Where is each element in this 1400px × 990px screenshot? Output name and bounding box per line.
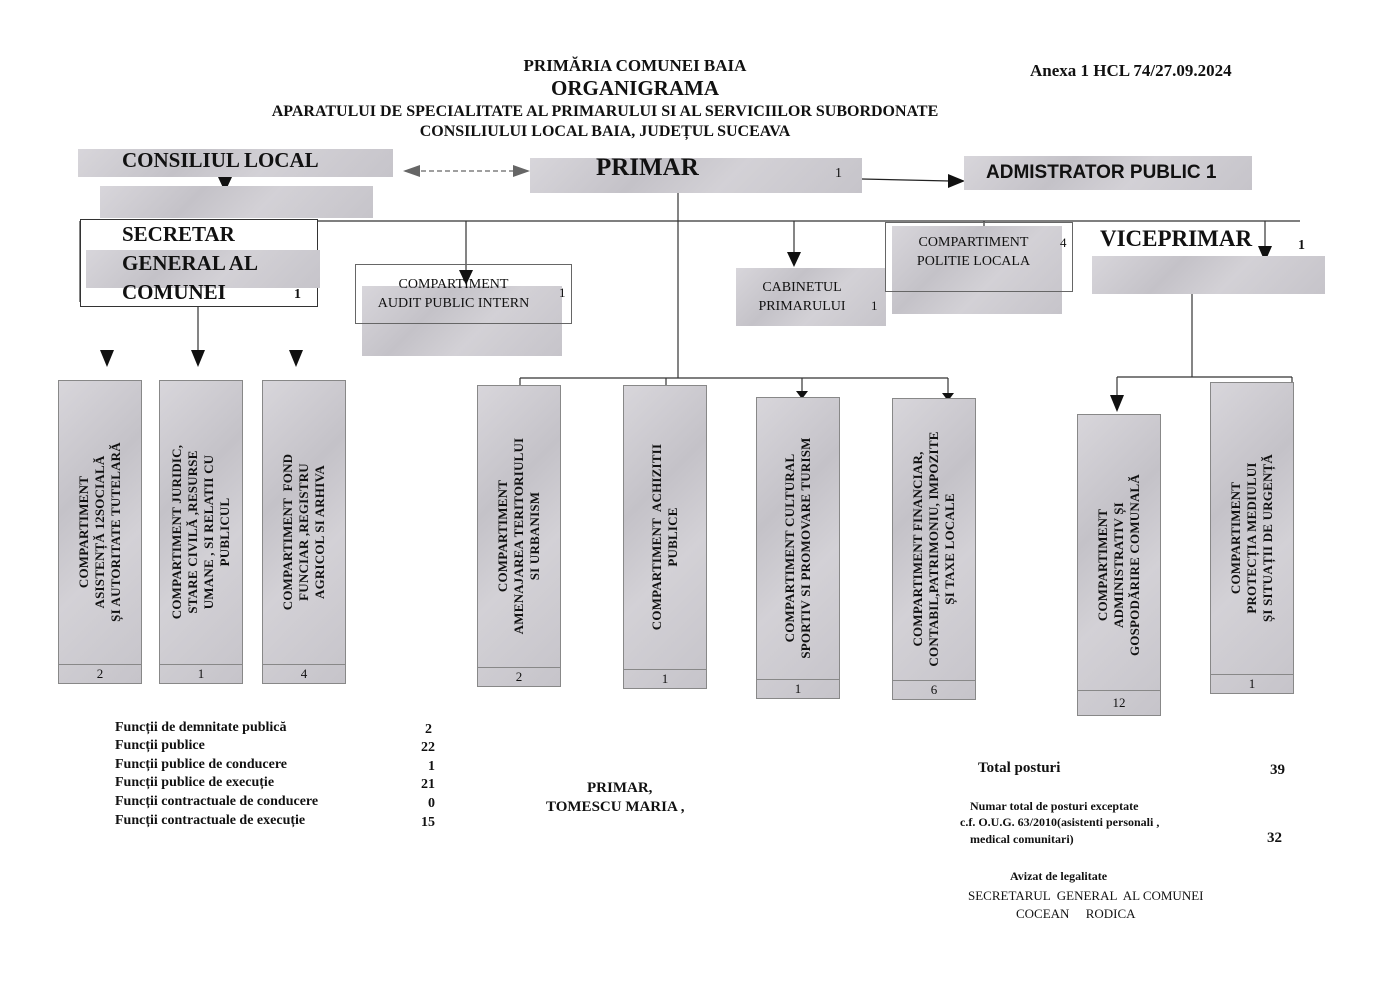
- dept-count: 2: [59, 664, 141, 683]
- stat-value: 2: [425, 722, 432, 737]
- viceprimar-label: VICEPRIMAR: [1100, 226, 1253, 251]
- dept-label: COMPARTIMENT ACHIZITII PUBLICE: [649, 443, 680, 631]
- stat-label: Funcții publice de execuție: [115, 775, 275, 790]
- stat-label: Funcții publice de conducere: [115, 757, 288, 772]
- dept-fond-funciar: COMPARTIMENT FOND FUNCIAR ,REGISTRU AGRI…: [262, 380, 346, 684]
- politie-label: COMPARTIMENT POLITIE LOCALA: [916, 235, 1031, 269]
- header-title: ORGANIGRAMA: [551, 76, 719, 100]
- dept-label: COMPARTIMENT CULTURAL SPORTIV SI PROMOVA…: [782, 437, 813, 659]
- exceptate-value: 32: [1267, 830, 1282, 846]
- cabinet-box: CABINETUL PRIMARULUI 1: [736, 268, 886, 326]
- dept-label: COMPARTIMENT ASISTENȚĂ 12SOCIALĂ ȘI AUTO…: [76, 442, 123, 622]
- dept-juridic: COMPARTIMENT JURIDIC, STARE CIVILĂ ,RESU…: [159, 380, 243, 684]
- dept-label: COMPARTIMENT FOND FUNCIAR ,REGISTRU AGRI…: [280, 453, 327, 611]
- dept-label: COMPARTIMENT AMENAJAREA TERITORIULUI SI …: [495, 437, 542, 635]
- dept-asistenta-sociala: COMPARTIMENT ASISTENȚĂ 12SOCIALĂ ȘI AUTO…: [58, 380, 142, 684]
- endorsement-name: COCEAN RODICA: [1016, 906, 1136, 921]
- dept-count: 1: [160, 664, 242, 683]
- dept-cultural: COMPARTIMENT CULTURAL SPORTIV SI PROMOVA…: [756, 397, 840, 699]
- viceprimar-count: 1: [1298, 238, 1305, 253]
- primar-label: PRIMAR: [596, 154, 699, 181]
- cabinet-label: CABINETUL PRIMARULUI: [758, 280, 846, 314]
- stat-value: 1: [428, 759, 435, 774]
- consiliu-local-sub-box: [100, 186, 373, 218]
- politie-box: COMPARTIMENT POLITIE LOCALA 4: [885, 222, 1073, 292]
- dept-achizitii: COMPARTIMENT ACHIZITII PUBLICE 1: [623, 385, 707, 689]
- stat-value: 22: [421, 740, 435, 755]
- dept-administrativ: COMPARTIMENT ADMINISTRATIV ȘI GOSPODĂRIR…: [1077, 414, 1161, 716]
- audit-count: 1: [559, 285, 566, 300]
- administrator-label: ADMISTRATOR PUBLIC 1: [986, 162, 1217, 183]
- stat-label: Funcții contractuale de conducere: [115, 794, 319, 809]
- dept-count: 12: [1078, 690, 1160, 715]
- endorsement-title: Avizat de legalitate: [1010, 869, 1108, 883]
- signature-name: TOMESCU MARIA ,: [546, 799, 685, 815]
- signature-title: PRIMAR,: [587, 780, 653, 796]
- stat-label: Funcții publice: [115, 738, 205, 753]
- exceptate-line-2: c.f. O.U.G. 63/2010(asistenti personali …: [960, 815, 1160, 829]
- viceprimar-box: [1092, 256, 1325, 294]
- dept-count: 1: [1211, 674, 1293, 693]
- primar-count: 1: [835, 166, 842, 181]
- total-posturi-value: 39: [1270, 762, 1285, 778]
- dept-count: 6: [893, 680, 975, 699]
- secretar-count: 1: [294, 287, 301, 302]
- stat-value: 0: [428, 796, 435, 811]
- administrator-box: ADMISTRATOR PUBLIC 1: [964, 156, 1252, 190]
- endorsement-role: SECRETARUL GENERAL AL COMUNEI: [968, 888, 1204, 903]
- dept-financiar: COMPARTIMENT FINANCIAR, CONTABIL,PATRIMO…: [892, 398, 976, 700]
- dept-label: COMPARTIMENT JURIDIC, STARE CIVILĂ ,RESU…: [169, 444, 232, 620]
- dept-protectia-mediului: COMPARTIMENT PROTECȚIA MEDIULUI ȘI SITUA…: [1210, 382, 1294, 694]
- dept-count: 4: [263, 664, 345, 683]
- audit-label: COMPARTIMENT AUDIT PUBLIC INTERN: [377, 277, 530, 311]
- header-subtitle: APARATULUI DE SPECIALITATE AL PRIMARULUI…: [271, 103, 939, 120]
- dept-count: 1: [757, 679, 839, 698]
- secretar-label: SECRETAR GENERAL AL COMUNEI: [122, 222, 258, 304]
- dept-urbanism: COMPARTIMENT AMENAJAREA TERITORIULUI SI …: [477, 385, 561, 687]
- dept-label: COMPARTIMENT PROTECȚIA MEDIULUI ȘI SITUA…: [1228, 453, 1275, 623]
- header-subtitle-2: CONSILIULUI LOCAL BAIA, JUDEȚUL SUCEAVA: [419, 123, 791, 140]
- exceptate-line-3: medical comunitari): [970, 832, 1074, 846]
- exceptate-line-1: Numar total de posturi exceptate: [970, 799, 1139, 813]
- consiliu-local-box: CONSILIUL LOCAL: [78, 148, 393, 177]
- total-posturi-label: Total posturi: [978, 760, 1061, 776]
- dept-label: COMPARTIMENT ADMINISTRATIV ȘI GOSPODĂRIR…: [1095, 473, 1142, 657]
- audit-box-shade: [362, 286, 562, 356]
- consiliu-local-label: CONSILIUL LOCAL: [122, 148, 319, 172]
- dept-label: COMPARTIMENT FINANCIAR, CONTABIL,PATRIMO…: [910, 431, 957, 667]
- stat-value: 21: [421, 777, 435, 792]
- stat-value: 15: [421, 815, 435, 830]
- stat-label: Funcții de demnitate publică: [115, 720, 287, 735]
- secretar-box: [86, 250, 320, 288]
- dept-count: 1: [624, 669, 706, 688]
- audit-box: COMPARTIMENT AUDIT PUBLIC INTERN 1: [355, 264, 572, 324]
- cabinet-count: 1: [871, 298, 878, 313]
- dept-count: 2: [478, 667, 560, 686]
- header-institution: PRIMĂRIA COMUNEI BAIA: [523, 56, 747, 75]
- politie-box-shade: [892, 226, 1062, 314]
- primar-box: PRIMAR 1: [530, 154, 862, 193]
- politie-count: 4: [1060, 235, 1067, 250]
- annex-label: Anexa 1 HCL 74/27.09.2024: [1030, 61, 1232, 80]
- stat-label: Funcții contractuale de execuție: [115, 813, 306, 828]
